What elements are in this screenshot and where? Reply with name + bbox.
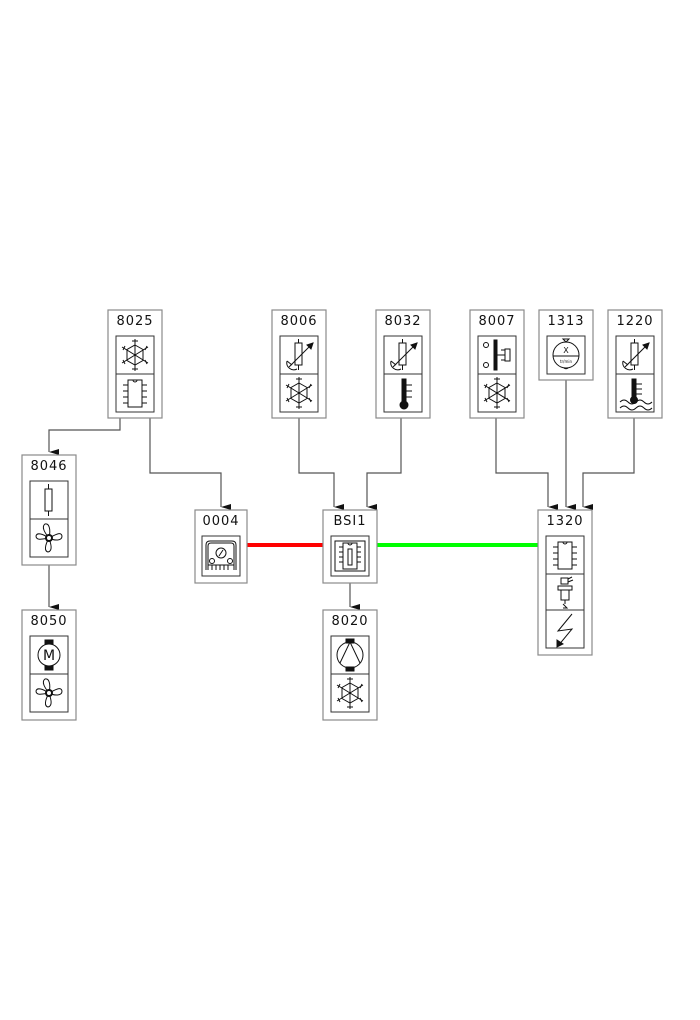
node-label: 1220 [616, 314, 653, 329]
node-8025[interactable]: 8025 [107, 309, 163, 419]
node-label: 8050 [30, 614, 67, 629]
node-1220[interactable]: 1220 [607, 309, 663, 419]
node-8006[interactable]: 8006 [271, 309, 327, 419]
node-bsi1[interactable]: BSI1 [322, 509, 378, 584]
node-8046[interactable]: 8046 [21, 454, 77, 566]
node-label: 8020 [331, 614, 368, 629]
node-8007[interactable]: 8007 [469, 309, 525, 419]
wire-1220-1320 [582, 418, 635, 510]
wire-8025-8046 [48, 418, 121, 455]
node-label: 0004 [202, 514, 239, 529]
node-label: 1313 [547, 314, 584, 329]
node-0004[interactable]: 0004 [194, 509, 248, 584]
wire-8032-bsi1 [366, 418, 402, 510]
wires [48, 380, 635, 610]
node-label: 1320 [546, 514, 583, 529]
node-label: 8006 [280, 314, 317, 329]
node-1320[interactable]: 1320 [537, 509, 593, 656]
node-8020[interactable]: 8020 [322, 609, 378, 721]
node-8032[interactable]: 8032 [375, 309, 431, 419]
node-label: 8007 [478, 314, 515, 329]
wire-8025-0004 [149, 418, 231, 510]
wire-8006-bsi1 [298, 418, 344, 510]
node-label: 8046 [30, 459, 67, 474]
wire-8007-1320 [495, 418, 558, 510]
node-label: BSI1 [333, 514, 366, 529]
node-label: 8032 [384, 314, 421, 329]
node-1313[interactable]: 1313 [538, 309, 594, 381]
node-8050[interactable]: 8050 [21, 609, 77, 721]
node-label: 8025 [116, 314, 153, 329]
